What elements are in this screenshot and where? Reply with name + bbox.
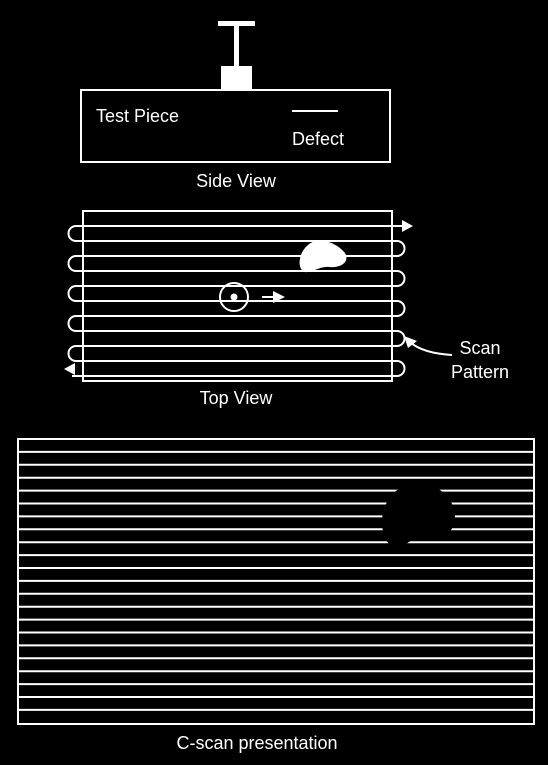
side-view: Test Piece Defect Side View [80,21,391,191]
top-view-caption: Top View [200,388,274,408]
cscan-lines [18,450,534,711]
scan-start-arrow-icon [402,220,413,232]
side-view-caption: Side View [196,171,277,191]
test-piece-label: Test Piece [96,106,179,126]
top-view: Scan Pattern Top View [64,210,509,408]
scan-label-line1: Scan [459,338,500,358]
cscan-caption: C-scan presentation [176,733,337,753]
transducer-icon [218,21,255,90]
scan-end-arrow-icon [64,363,75,375]
test-piece-top [82,210,393,382]
scan-pattern-path [67,225,406,377]
transducer-top-icon [219,282,285,312]
cscan-frame [17,438,535,725]
scan-pattern-pointer-icon [404,336,453,356]
scan-label-line2: Pattern [451,362,509,382]
cscan-presentation: C-scan presentation [17,438,535,753]
defect-label: Defect [292,129,344,149]
test-piece-side [80,89,391,163]
defect-blob-cscan [382,483,455,548]
defect-blob-top [299,240,347,273]
